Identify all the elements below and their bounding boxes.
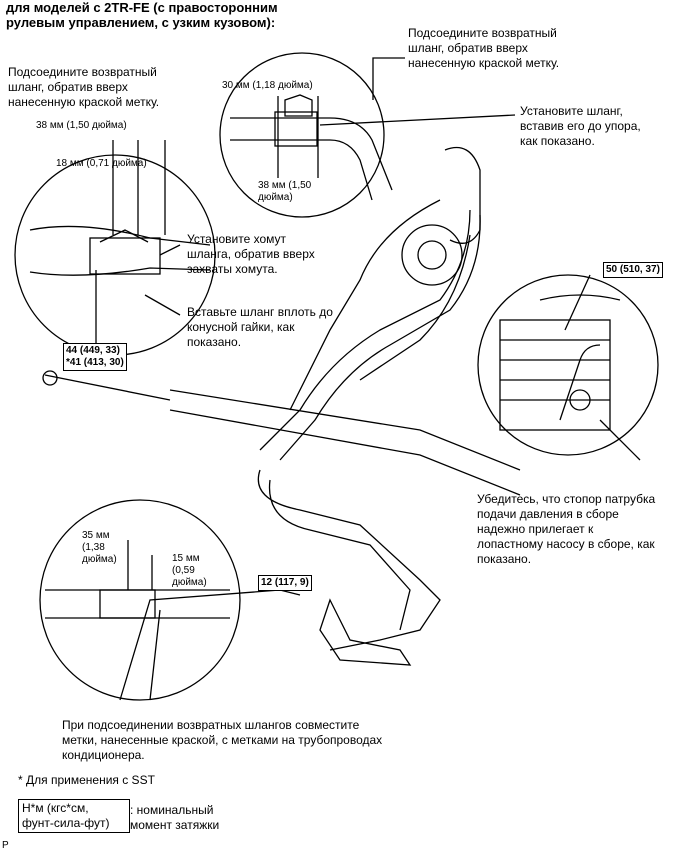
page-title: для моделей с 2TR-FE (с правосторонним р… <box>6 0 278 30</box>
hose-clamp-top <box>274 111 318 147</box>
note-install-hose: Установите шланг, вставив его до упора, … <box>520 104 641 148</box>
dimension-15mm: 15 мм (0,59 дюйма) <box>172 553 207 588</box>
cooler-pipes <box>257 469 441 651</box>
return-hose <box>289 199 441 411</box>
detail-circle-left <box>14 154 216 356</box>
steering-rack <box>169 389 521 471</box>
note-connect-return-hose-left: Подсоедините возвратный шланг, обратив в… <box>8 65 160 109</box>
dimension-38mm-bottom: 38 мм (1,50 дюйма) <box>258 180 312 203</box>
torque-spec-12: 12 (117, 9) <box>258 575 312 591</box>
torque-legend-box: Н*м (кгс*см, фунт-сила-фут) <box>18 799 130 833</box>
torque-legend-description: : номинальный момент затяжки <box>130 803 220 832</box>
vane-pump <box>401 224 463 286</box>
pressure-hose <box>259 209 471 451</box>
detail-circle-right <box>477 274 659 456</box>
note-connect-return-hose-top: Подсоедините возвратный шланг, обратив в… <box>408 26 560 70</box>
torque-spec-44: 44 (449, 33) *41 (413, 30) <box>63 343 127 371</box>
pump-body-right <box>499 319 611 431</box>
note-align-marks: При подсоединении возвратных шлангов сов… <box>62 718 383 762</box>
note-install-clamp: Установите хомут шланга, обратив вверх з… <box>187 232 315 276</box>
hose-clamp-left <box>89 237 161 275</box>
note-check-stopper: Убедитесь, что стопор патрубка подачи да… <box>477 492 656 566</box>
corner-mark: P <box>2 840 9 851</box>
hose-in-left-circle <box>29 225 211 246</box>
sst-note: * Для применения с SST <box>18 773 155 787</box>
torque-spec-50: 50 (510, 37) <box>603 262 663 278</box>
dimension-38mm-top: 38 мм (1,50 дюйма) <box>36 120 127 131</box>
dimension-30mm: 30 мм (1,18 дюйма) <box>222 80 313 91</box>
detail-circle-bottom <box>39 499 241 701</box>
dimension-18mm: 18 мм (0,71 дюйма) <box>56 158 147 169</box>
detail-circle-top <box>219 52 385 218</box>
dimension-35mm: 35 мм (1,38 дюйма) <box>82 530 117 565</box>
note-insert-hose: Вставьте шланг вплоть до конусной гайки,… <box>187 305 333 349</box>
